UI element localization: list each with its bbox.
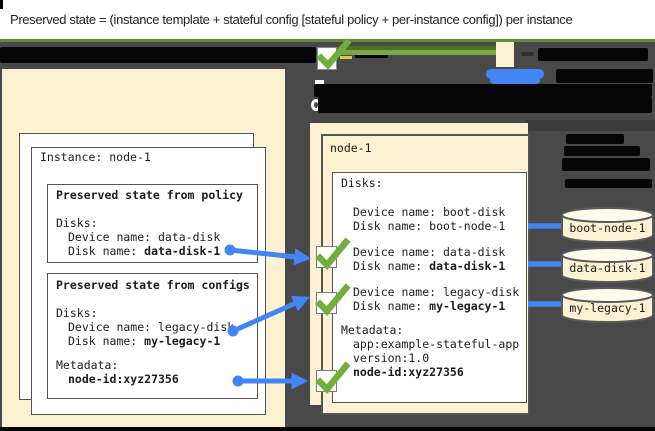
bottom-edge <box>0 427 655 431</box>
configs-device-line: Device name: legacy-disk <box>68 320 235 334</box>
blue-scribble <box>490 77 540 84</box>
policy-box-title: Preserved state from policy <box>56 188 243 202</box>
vm-disks-label: Disks: <box>341 176 383 190</box>
disk-cylinder-boot: boot-node-1 <box>561 207 654 243</box>
redaction-bar <box>565 179 652 188</box>
disk-label-boot: boot-node-1 <box>569 221 645 235</box>
redaction-bar <box>564 146 640 156</box>
policy-disks-label: Disks: <box>56 216 98 230</box>
disk-cylinder-legacy: my-legacy-1 <box>561 287 654 323</box>
redaction-bar <box>314 84 652 97</box>
configs-disk-value: my-legacy-1 <box>144 334 221 348</box>
vm-legacy-device: Device name: legacy-disk <box>353 285 520 299</box>
vm-metadata-app: app:example-stateful-app <box>353 337 520 351</box>
configs-state-box <box>47 273 258 399</box>
green-divider <box>0 39 655 42</box>
redaction-dash <box>355 53 388 58</box>
vm-boot-disk: Disk name: boot-node-1 <box>353 219 506 233</box>
redaction-bar <box>538 48 648 61</box>
vm-metadata-nodeid: node-id:xyz27356 <box>353 365 464 379</box>
check-box-nodeid <box>316 370 337 392</box>
check-box-data-disk <box>316 246 337 268</box>
instance-title: Instance: node-1 <box>40 150 151 164</box>
configs-metadata-value: node-id:xyz27356 <box>68 372 179 386</box>
vm-data-device: Device name: data-disk <box>353 245 506 259</box>
policy-state-box <box>47 184 258 263</box>
corner-notch <box>0 0 3 9</box>
vm-boot-disk-value: boot-node-1 <box>429 219 506 233</box>
redaction-bar <box>318 97 652 113</box>
text-fragment <box>315 80 324 85</box>
vm-disks-box <box>332 172 527 403</box>
policy-device-line: Device name: data-disk <box>68 230 221 244</box>
vm-metadata-version: version:1.0 <box>353 351 430 365</box>
title-bar: Preserved state = (instance template + s… <box>0 0 655 39</box>
configs-box-title: Preserved state from configs <box>56 278 250 292</box>
policy-disk-line: Disk name: data-disk-1 <box>68 244 221 258</box>
redaction-bar <box>556 69 653 83</box>
redaction-bar <box>0 47 316 63</box>
legend-checkbox <box>317 47 337 70</box>
configs-disks-label: Disks: <box>56 306 98 320</box>
redaction-dash <box>521 52 534 56</box>
legend-beige-square <box>496 42 514 67</box>
vm-boot-device: Device name: boot-disk <box>353 205 506 219</box>
redaction-bar <box>566 134 624 144</box>
diagram-title: Preserved state = (instance template + s… <box>10 12 573 27</box>
configs-metadata-label: Metadata: <box>56 358 119 372</box>
vm-legacy-disk: Disk name: my-legacy-1 <box>353 299 506 313</box>
blue-scribble <box>486 69 544 79</box>
disk-cylinder-data: data-disk-1 <box>561 247 654 283</box>
vm-data-disk-value: data-disk-1 <box>429 259 506 273</box>
dark-band <box>525 120 655 131</box>
vm-data-disk: Disk name: data-disk-1 <box>353 259 506 273</box>
check-box-legacy-disk <box>316 292 337 314</box>
policy-disk-value: data-disk-1 <box>144 244 221 258</box>
vm-title: node-1 <box>330 141 372 155</box>
redaction-bar <box>562 158 650 171</box>
configs-disk-line: Disk name: my-legacy-1 <box>68 334 221 348</box>
disk-label-data: data-disk-1 <box>569 261 645 275</box>
legend-yellow-dash <box>340 56 352 59</box>
disk-label-legacy: my-legacy-1 <box>569 301 645 315</box>
legend-green-bar <box>338 46 496 55</box>
vm-metadata-label: Metadata: <box>341 323 404 337</box>
vm-legacy-disk-value: my-legacy-1 <box>429 299 506 313</box>
